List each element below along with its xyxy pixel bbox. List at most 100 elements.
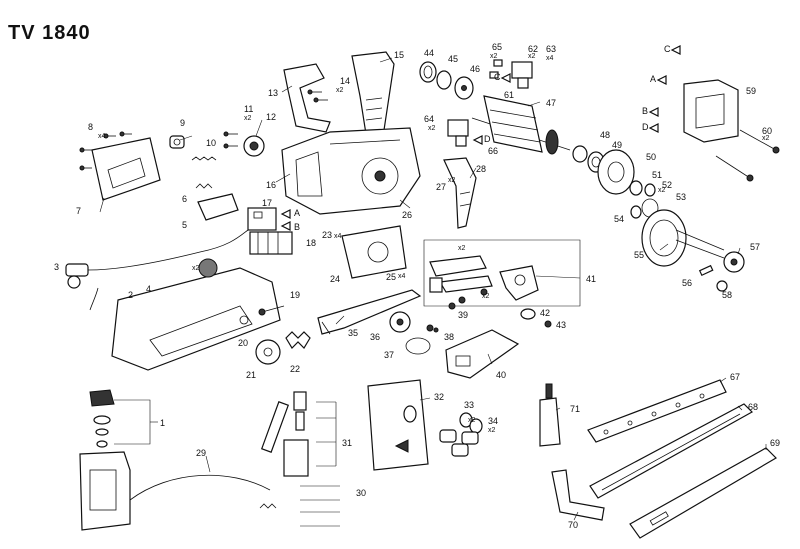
part-clip-37	[405, 337, 431, 355]
label-26: 26	[402, 210, 412, 220]
connector-b-right	[648, 107, 659, 117]
part-washer-21	[255, 339, 281, 365]
part-bolts-34	[439, 429, 479, 457]
part-pin-56	[698, 264, 714, 277]
label-17: 17	[262, 198, 272, 208]
connector-label-d-right: D	[642, 122, 649, 132]
part-wrench-70	[551, 469, 605, 521]
label-66: 66	[488, 146, 498, 156]
label-68: 68	[748, 402, 758, 412]
label-53: 53	[676, 192, 686, 202]
label-1: 1	[160, 418, 165, 428]
qty-23: x4	[334, 233, 342, 240]
connector-b-left	[280, 221, 291, 231]
label-56: 56	[682, 278, 692, 288]
label-20: 20	[238, 338, 248, 348]
qty-14: x2	[336, 87, 344, 94]
part-cap-12	[243, 135, 265, 157]
connector-c-right	[670, 45, 681, 55]
part-cap-1	[89, 389, 158, 448]
part-oil-bottle-71	[539, 383, 561, 447]
label-58: 58	[722, 290, 732, 300]
label-8: 8	[88, 122, 93, 132]
label-37: 37	[384, 350, 394, 360]
connector-a-right	[656, 75, 667, 85]
connector-label-b-left: B	[294, 222, 300, 232]
qty-62: x2	[528, 53, 536, 60]
label-38: 38	[444, 332, 454, 342]
part-washer-46	[454, 76, 474, 100]
label-34: 34	[488, 416, 498, 426]
label-19: 19	[290, 290, 300, 300]
qty-63: x4	[546, 55, 554, 62]
label-59: 59	[746, 86, 756, 96]
part-switch-18	[249, 231, 293, 255]
part-bearing-48	[572, 145, 588, 163]
part-washer-52	[644, 183, 656, 197]
leader-lines	[99, 57, 767, 521]
label-61: 61	[504, 90, 514, 100]
label-48: 48	[600, 130, 610, 140]
label-41: 41	[586, 274, 596, 284]
label-16: 16	[266, 180, 276, 190]
label-2: 2	[128, 290, 133, 300]
label-57: 57	[750, 242, 760, 252]
label-60: 60	[762, 126, 772, 136]
connector-c-mid	[500, 73, 511, 83]
part-bearing-51	[629, 180, 643, 196]
part-brush-holder-64	[447, 119, 469, 147]
part-trigger-5	[197, 193, 239, 221]
part-nuts-33	[459, 412, 483, 434]
part-bracket-28	[443, 157, 477, 229]
part-flange-50	[597, 149, 635, 195]
qty-64: x2	[428, 125, 436, 132]
label-32: 32	[434, 392, 444, 402]
qty-65: x2	[490, 53, 498, 60]
qty-11: x2	[244, 115, 252, 122]
label-21: 21	[246, 370, 256, 380]
qty-33: x2	[468, 417, 476, 424]
part-ring-45	[436, 70, 452, 90]
label-33: 33	[464, 400, 474, 410]
part-spring-6	[195, 183, 213, 189]
connector-labels: A B C A B D C D	[294, 44, 671, 232]
part-bar-69	[629, 447, 777, 539]
label-11: 11	[244, 104, 253, 114]
qty-8: x4	[98, 133, 106, 140]
label-14: 14	[340, 76, 350, 86]
label-24: 24	[330, 274, 340, 284]
label-44: 44	[424, 48, 434, 58]
label-45: 45	[448, 54, 458, 64]
connector-label-b-right: B	[642, 106, 648, 116]
label-71: 71	[570, 404, 580, 414]
connector-a-left	[280, 209, 291, 219]
diagram-title: TV 1840	[8, 22, 91, 44]
label-43: 43	[556, 320, 566, 330]
part-spring-22	[285, 331, 311, 349]
part-oil-tank	[79, 451, 131, 531]
label-25: 25	[386, 272, 396, 282]
part-screws-14	[307, 89, 328, 103]
label-52: 52	[662, 180, 672, 190]
part-chain-67	[587, 379, 727, 443]
part-screws-8	[79, 131, 132, 171]
part-spring-30	[259, 485, 340, 527]
part-pump-31	[260, 391, 337, 477]
part-washer-58	[716, 280, 728, 292]
label-69: 69	[770, 438, 780, 448]
label-10: 10	[206, 138, 216, 148]
label-36: 36	[370, 332, 380, 342]
label-40: 40	[496, 370, 506, 380]
part-grip-15	[351, 51, 395, 135]
label-65: 65	[492, 42, 502, 52]
label-13: 13	[268, 88, 278, 98]
part-screw-39	[448, 302, 456, 310]
part-screws-60	[715, 129, 780, 182]
part-labels: 1 2 3 4 5 6 7 8 9 10 11 12 13 14 15 16 1…	[54, 42, 780, 530]
part-lever-35	[317, 289, 422, 335]
label-39: 39	[458, 310, 468, 320]
label-18: 18	[306, 238, 316, 248]
quantity-labels: x4 x2 x2 x4 x4 x2 x2 x2 x2 x2 x2 x2 x2 x…	[98, 53, 770, 434]
label-50: 50	[646, 152, 656, 162]
part-spring-10	[191, 156, 217, 161]
